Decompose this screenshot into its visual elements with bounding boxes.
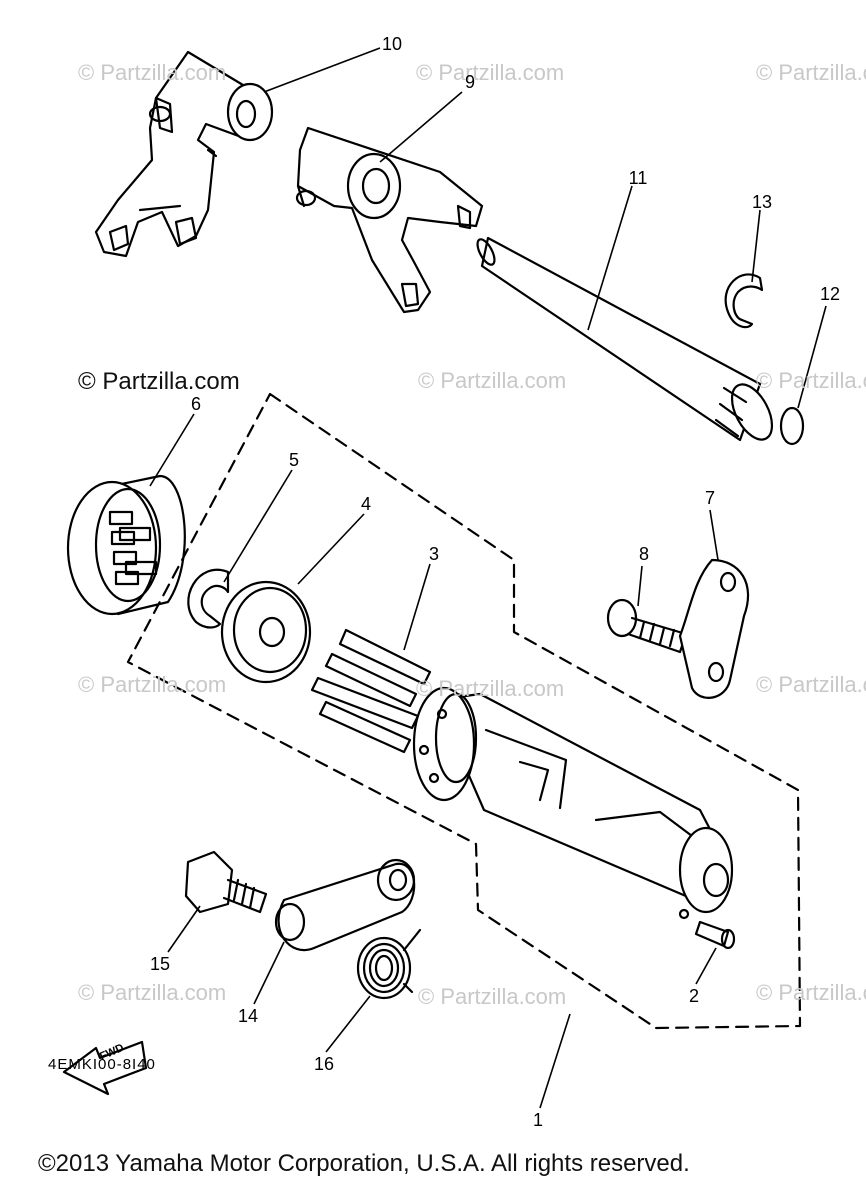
callout-label: 1 <box>532 1110 544 1130</box>
guide-bar-11 <box>476 236 774 442</box>
watermark: © Partzilla.com <box>418 368 567 393</box>
watermark: © Partzilla.com <box>78 980 227 1005</box>
washer-12 <box>779 406 805 446</box>
callout-label: 16 <box>313 1054 335 1074</box>
callout-label: 14 <box>237 1006 259 1026</box>
circlip-5 <box>187 568 230 629</box>
callout-label: 3 <box>428 544 440 564</box>
stopper-plate-7 <box>678 558 750 699</box>
watermark: © Partzilla.com <box>78 672 227 697</box>
watermark: © Partzilla.com <box>756 980 866 1005</box>
watermark: © Partzilla.com <box>756 60 866 85</box>
bearing-6 <box>66 474 186 616</box>
callout-label: 8 <box>638 544 650 564</box>
callout-label: 11 <box>628 168 648 188</box>
pins-3 <box>310 628 432 754</box>
callout-label: 6 <box>190 394 202 414</box>
pin-2 <box>694 920 736 950</box>
watermark: © Partzilla.com <box>416 676 565 701</box>
diagram-code: 4EMKI00-8I40 <box>48 1056 156 1073</box>
shift-drum-1 <box>412 686 734 920</box>
bolt-15 <box>184 850 268 914</box>
callout-label: 12 <box>819 284 841 304</box>
leader-lines <box>149 47 827 1109</box>
callout-label: 10 <box>381 34 403 54</box>
callout-label: 7 <box>704 488 716 508</box>
callout-label: 5 <box>288 450 300 470</box>
shift-fork-10 <box>94 50 274 258</box>
shift-lever-14 <box>274 858 416 951</box>
watermark: © Partzilla.com <box>418 984 567 1009</box>
watermark: © Partzilla.com <box>756 672 866 697</box>
watermark: © Partzilla.com <box>78 60 227 85</box>
washer-4 <box>220 580 312 684</box>
callout-label: 15 <box>149 954 171 974</box>
callout-label: 9 <box>464 72 476 92</box>
bolt-8 <box>606 598 688 654</box>
circlip-13 <box>724 273 764 329</box>
watermark: © Partzilla.com <box>416 60 565 85</box>
fwd-arrow-icon <box>62 1040 148 1096</box>
copyright-notice: ©2013 Yamaha Motor Corporation, U.S.A. A… <box>38 1150 690 1177</box>
watermark-main: © Partzilla.com <box>78 368 240 395</box>
callout-label: 13 <box>751 192 773 212</box>
watermark: © Partzilla.com <box>756 368 866 393</box>
assembly-boundary-1 <box>126 392 802 1030</box>
spring-16 <box>356 928 422 1000</box>
shift-fork-9 <box>295 126 484 314</box>
callout-label: 2 <box>688 986 700 1006</box>
callout-label: 4 <box>360 494 372 514</box>
